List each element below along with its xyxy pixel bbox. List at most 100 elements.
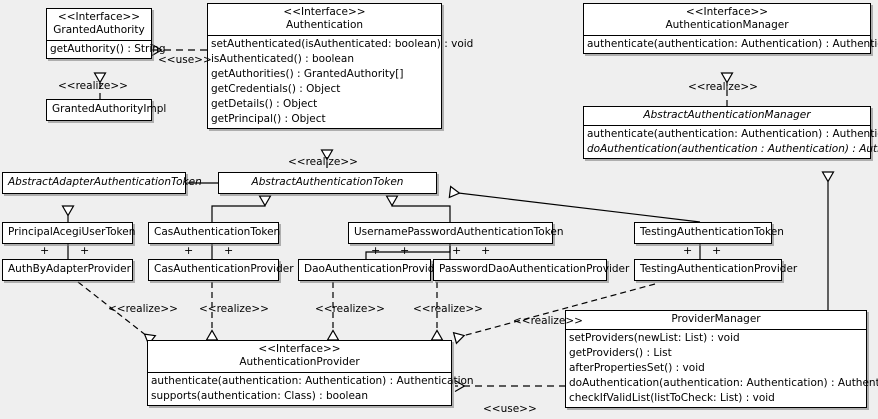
assoc-plus-adornment: + <box>80 244 90 257</box>
class-header: PasswordDaoAuthenticationProvider <box>434 260 630 280</box>
operation: getAuthority() : String <box>50 43 166 55</box>
stereotype-label: <<Interface>> <box>283 6 366 18</box>
assoc-plus-adornment: + <box>224 244 234 257</box>
class-name: AbstractAdapterAuthenticationToken <box>8 176 202 188</box>
class-authentication[interactable]: <<Interface>> Authentication setAuthenti… <box>207 3 474 129</box>
operation: authenticate(authentication: Authenticat… <box>587 38 878 50</box>
class-header: <<Interface>> AuthenticationManager <box>584 4 870 35</box>
class-name: TestingAuthenticationToken <box>640 226 784 238</box>
class-authentication-manager[interactable]: <<Interface>> AuthenticationManager auth… <box>583 3 878 54</box>
class-name: PrincipalAcegiUserToken <box>8 226 136 238</box>
edge-generalize-testingauthenticationtoken <box>448 185 701 223</box>
class-name: AuthByAdapterProvider <box>8 263 131 275</box>
operation: getCredentials() : Object <box>211 83 341 95</box>
stereotype-label: <<Interface>> <box>258 343 341 355</box>
edge-label-realize-testingauthenticationprovider: <<realize>> <box>513 315 583 327</box>
edge-label-realize-passworddaoauthenticationprovider: <<realize>> <box>413 303 483 315</box>
class-header: CasAuthenticationToken <box>149 223 281 243</box>
class-header: AuthByAdapterProvider <box>3 260 132 280</box>
assoc-plus-adornment: + <box>184 244 194 257</box>
operation: supports(authentication: Class) : boolea… <box>151 390 368 402</box>
operation: getAuthorities() : GrantedAuthority[] <box>211 68 404 80</box>
class-name: PasswordDaoAuthenticationProvider <box>439 263 630 275</box>
class-name: GrantedAuthority <box>53 24 145 36</box>
class-name: CasAuthenticationProvider <box>154 263 294 275</box>
assoc-plus-adornment: + <box>481 244 491 257</box>
class-header: AbstractAuthenticationManager <box>584 107 870 125</box>
class-header: <<Interface>> Authentication <box>208 4 441 35</box>
class-granted-authority[interactable]: <<Interface>> GrantedAuthority getAuthor… <box>46 8 166 59</box>
class-name: AuthenticationProvider <box>239 356 360 368</box>
operations-compartment: setAuthenticated(isAuthenticated: boolea… <box>208 35 474 128</box>
assoc-plus-adornment: + <box>371 244 381 257</box>
operation: getDetails() : Object <box>211 98 318 110</box>
class-header: <<Interface>> GrantedAuthority <box>47 9 151 40</box>
edge-realize-authbyadapterprovider <box>77 281 157 346</box>
operation: doAuthentication(authentication: Authent… <box>569 377 878 389</box>
operation: setAuthenticated(isAuthenticated: boolea… <box>211 38 474 50</box>
operation: checkIfValidList(listToCheck: List) : vo… <box>569 392 775 404</box>
edge-realize-testingauthenticationprovider <box>452 283 656 345</box>
assoc-plus-adornment: + <box>683 244 693 257</box>
edge-label-realize-casauthenticationprovider: <<realize>> <box>199 303 269 315</box>
assoc-plus-adornment: + <box>400 244 410 257</box>
operations-compartment: authenticate(authentication: Authenticat… <box>584 35 878 53</box>
edge-label-realize-abstractauthenticationtoken: <<realize>> <box>288 156 358 168</box>
class-header: AbstractAdapterAuthenticationToken <box>3 173 202 193</box>
class-provider-manager[interactable]: ProviderManager setProviders(newList: Li… <box>565 310 878 408</box>
operation: getPrincipal() : Object <box>211 113 326 125</box>
class-principal-acegi-user-token[interactable]: PrincipalAcegiUserToken <box>2 222 136 244</box>
class-header: ProviderManager <box>566 311 866 329</box>
class-name: AbstractAuthenticationToken <box>251 176 404 188</box>
class-abstract-adapter-authentication-token[interactable]: AbstractAdapterAuthenticationToken <box>2 172 202 194</box>
class-name: AbstractAuthenticationManager <box>643 109 811 121</box>
operation: setProviders(newList: List) : void <box>569 332 740 344</box>
class-cas-authentication-provider[interactable]: CasAuthenticationProvider <box>148 259 294 281</box>
class-abstract-authentication-manager[interactable]: AbstractAuthenticationManager authentica… <box>583 106 878 159</box>
class-header: DaoAuthenticationProvider <box>299 260 445 280</box>
operation: authenticate(authentication: Authenticat… <box>587 128 878 140</box>
operation: doAuthentication(authentication : Authen… <box>587 143 878 155</box>
class-header: <<Interface>> AuthenticationProvider <box>148 341 451 372</box>
class-name: ProviderManager <box>671 313 761 325</box>
class-username-password-authentication-token[interactable]: UsernamePasswordAuthenticationToken <box>348 222 564 244</box>
class-cas-authentication-token[interactable]: CasAuthenticationToken <box>148 222 281 244</box>
edge-generalize-casauthenticationtoken <box>211 195 272 222</box>
class-header: AbstractAuthenticationToken <box>219 173 436 193</box>
class-header: TestingAuthenticationToken <box>635 223 784 243</box>
edge-label-use-authentication-grantedauthority: <<use>> <box>158 54 212 66</box>
edge-label-use-providermanager: <<use>> <box>483 403 537 415</box>
edge-label-realize-abstractauthenticationmanager: <<realize>> <box>688 81 758 93</box>
class-testing-authentication-provider[interactable]: TestingAuthenticationProvider <box>634 259 798 281</box>
class-password-dao-authentication-provider[interactable]: PasswordDaoAuthenticationProvider <box>433 259 630 281</box>
operations-compartment: authenticate(authentication: Authenticat… <box>148 372 474 405</box>
operation: isAuthenticated() : boolean <box>211 53 354 65</box>
class-header: UsernamePasswordAuthenticationToken <box>349 223 564 243</box>
stereotype-label: <<Interface>> <box>57 11 141 23</box>
class-name: GrantedAuthorityImpl <box>52 103 167 115</box>
edge-label-realize-authbyadapterprovider: <<realize>> <box>108 303 178 315</box>
class-abstract-authentication-token[interactable]: AbstractAuthenticationToken <box>218 172 437 194</box>
class-header: TestingAuthenticationProvider <box>635 260 798 280</box>
class-granted-authority-impl[interactable]: GrantedAuthorityImpl <box>46 99 167 121</box>
operation: authenticate(authentication: Authenticat… <box>151 375 474 387</box>
class-name: UsernamePasswordAuthenticationToken <box>354 226 564 238</box>
assoc-plus-adornment: + <box>40 244 50 257</box>
class-name: Authentication <box>285 19 364 31</box>
assoc-plus-adornment: + <box>712 244 722 257</box>
edge-generalize-usernamepasswordtoken <box>385 195 451 222</box>
edge-label-realize-grantedauthorityimpl: <<realize>> <box>58 80 128 92</box>
class-header: PrincipalAcegiUserToken <box>3 223 136 243</box>
class-name: TestingAuthenticationProvider <box>640 263 798 275</box>
class-dao-authentication-provider[interactable]: DaoAuthenticationProvider <box>298 259 445 281</box>
edge-label-realize-daoauthenticationprovider: <<realize>> <box>315 303 385 315</box>
operation: afterPropertiesSet() : void <box>569 362 705 374</box>
class-authentication-provider[interactable]: <<Interface>> AuthenticationProvider aut… <box>147 340 474 406</box>
operation: getProviders() : List <box>569 347 672 359</box>
class-auth-by-adapter-provider[interactable]: AuthByAdapterProvider <box>2 259 133 281</box>
class-name: CasAuthenticationToken <box>154 226 281 238</box>
class-testing-authentication-token[interactable]: TestingAuthenticationToken <box>634 222 784 244</box>
operations-compartment: getAuthority() : String <box>47 40 166 58</box>
